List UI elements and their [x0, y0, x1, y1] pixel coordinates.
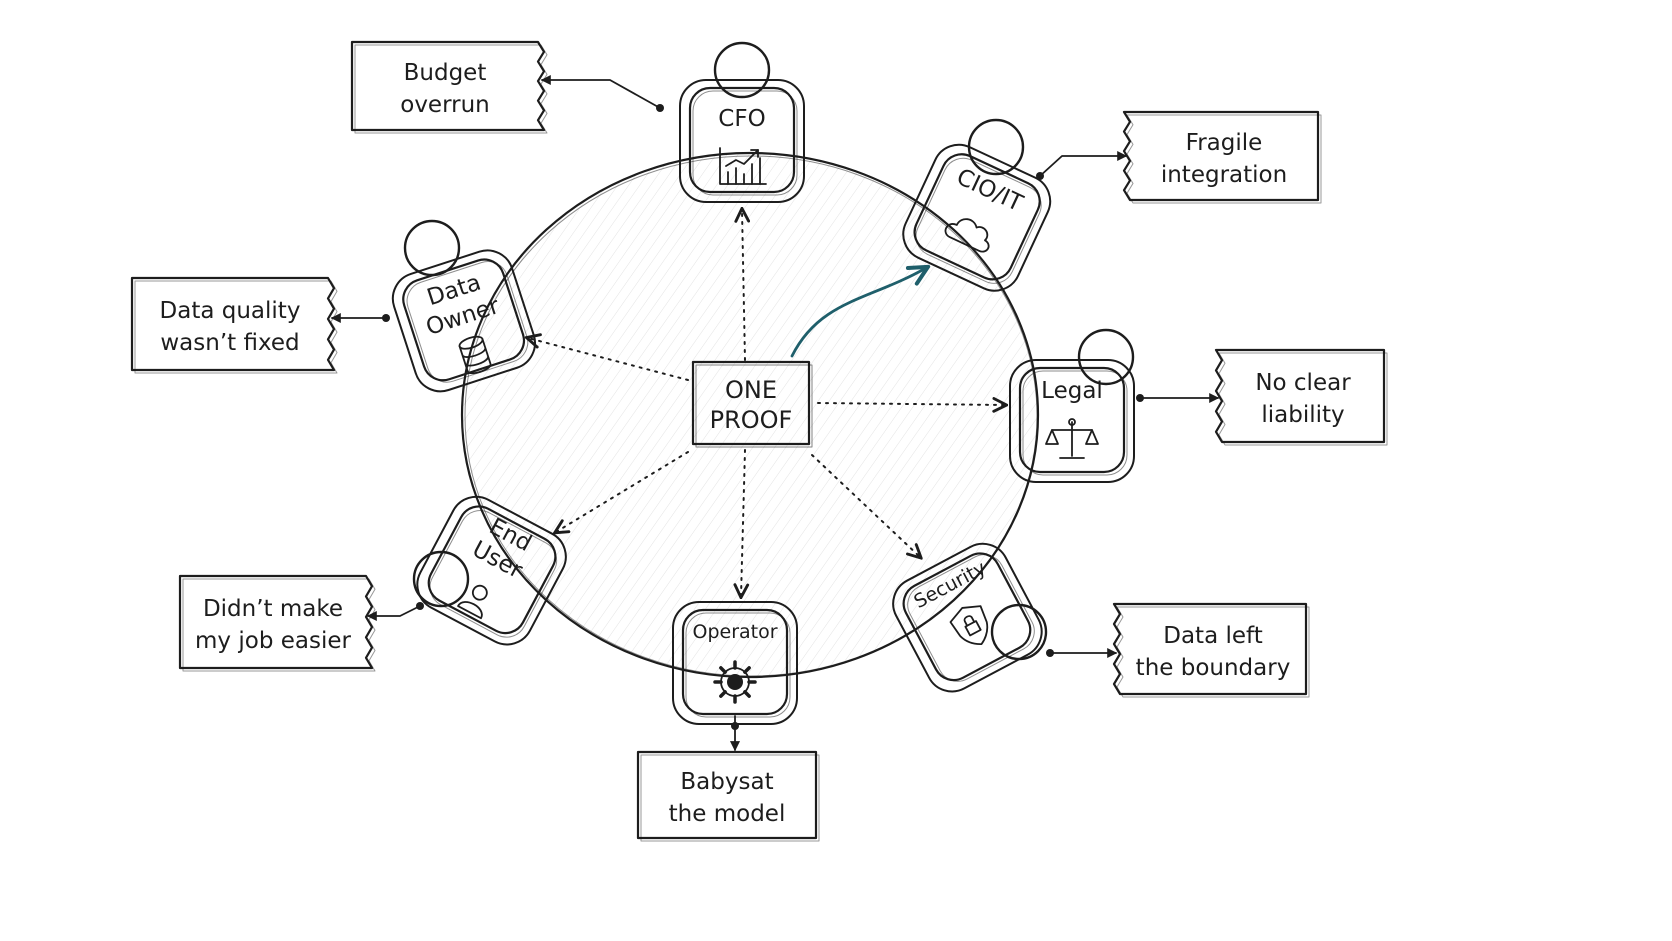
stakeholder-seats: CFOCIO/ITLegalSecurityOperatorEndUserDat… — [391, 41, 1135, 725]
connector-line — [366, 605, 421, 622]
connector-security — [1046, 647, 1118, 659]
seat-label-cfo: CFO — [718, 106, 765, 132]
connector-dot — [382, 314, 390, 322]
connector-end-user — [366, 602, 424, 622]
chair-seat — [681, 608, 789, 716]
note-text-security: Data left — [1163, 623, 1262, 649]
connector-dot — [656, 104, 664, 112]
note-end-user: Didn’t make my job easier — [178, 574, 376, 672]
note-text-legal: liability — [1261, 402, 1344, 428]
note-text-data-owner: wasn’t fixed — [160, 330, 299, 356]
arrow-to-cfo — [742, 210, 745, 361]
connector-cio — [1036, 150, 1128, 180]
arrow-to-cio-highlighted — [790, 268, 926, 358]
chair-back — [1009, 359, 1135, 483]
seat-cfo: CFO — [679, 41, 805, 203]
note-text-operator: Babysat — [680, 769, 773, 795]
note-box — [636, 750, 818, 840]
chair-seat — [902, 552, 1032, 682]
seat-label-legal: Legal — [1041, 378, 1103, 404]
note-operator: Babysat the model — [636, 750, 820, 842]
chair-seat — [1018, 366, 1126, 474]
connector-cfo — [540, 74, 664, 112]
person-head-data-owner — [403, 219, 461, 277]
connector-dot — [1136, 394, 1144, 402]
gear-icon — [713, 660, 757, 704]
note-text-data-owner: Data quality — [160, 298, 301, 324]
note-box — [1214, 348, 1386, 444]
person-head-security — [990, 603, 1048, 661]
note-box — [130, 276, 336, 372]
note-text-legal: No clear — [1255, 370, 1351, 396]
center-proof-box: ONE PROOF — [691, 360, 813, 448]
chart-icon — [719, 147, 767, 185]
note-text-end-user: Didn’t make — [203, 596, 343, 622]
note-text-operator: the model — [669, 801, 786, 827]
note-legal: No clear liability — [1214, 348, 1388, 446]
note-box — [1112, 602, 1308, 696]
person-icon — [457, 584, 488, 620]
note-text-cfo: overrun — [400, 92, 490, 118]
note-box — [350, 40, 546, 132]
connector-dot — [416, 602, 424, 610]
chair-back — [679, 79, 805, 203]
chair-back — [902, 143, 1052, 292]
person-head-legal — [1077, 328, 1135, 386]
arrow-to-data-owner — [528, 338, 689, 381]
note-text-cio: Fragile — [1186, 130, 1263, 156]
person-head-cio — [967, 118, 1025, 176]
arrow-to-legal — [817, 403, 1005, 405]
note-cio: Fragile integration — [1122, 110, 1322, 204]
arrow-to-operator — [741, 449, 745, 596]
connector-dot — [1036, 172, 1044, 180]
center-arrows — [528, 210, 1005, 596]
note-text-cio: integration — [1161, 162, 1287, 188]
connector-line — [540, 74, 661, 109]
note-text-cfo: Budget — [404, 60, 487, 86]
connector-legal — [1136, 392, 1220, 404]
seat-legal: Legal — [1009, 328, 1135, 483]
connector-operator — [729, 715, 741, 752]
scales-icon — [1045, 418, 1099, 459]
chair-seat — [913, 153, 1041, 281]
arrow-to-end-user — [556, 451, 689, 532]
note-text-security: the boundary — [1136, 655, 1291, 681]
chair-back — [892, 542, 1043, 693]
center-label-line1: ONE — [725, 376, 777, 404]
note-box — [1122, 110, 1320, 202]
note-connectors — [330, 74, 1220, 752]
arrow-to-security — [811, 454, 920, 557]
chair-back — [416, 495, 567, 646]
note-security: Data left the boundary — [1112, 602, 1310, 698]
center-label-line2: PROOF — [710, 406, 793, 434]
connector-dot — [1046, 649, 1054, 657]
chair-seat — [688, 86, 796, 194]
note-text-end-user: my job easier — [195, 628, 351, 654]
database-icon — [458, 335, 492, 375]
connector-data-owner — [330, 312, 390, 324]
cloud-icon — [944, 218, 990, 253]
person-head-end-user — [412, 550, 470, 608]
chair-seat — [427, 505, 557, 635]
connector-dot — [731, 722, 739, 730]
note-data-owner: Data quality wasn’t fixed — [130, 276, 338, 374]
seat-label-operator: Operator — [692, 621, 777, 643]
note-box — [178, 574, 374, 670]
connector-line — [1039, 150, 1128, 177]
person-head-cfo — [713, 41, 771, 99]
seat-operator: Operator — [672, 601, 798, 725]
shield-lock-icon — [949, 605, 989, 646]
chair-back — [391, 249, 536, 393]
note-cfo: Budget overrun — [350, 40, 548, 134]
